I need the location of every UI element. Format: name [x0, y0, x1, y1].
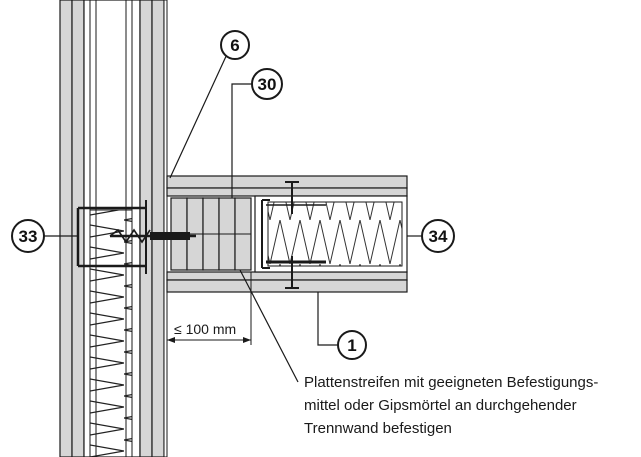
callout-33: 33	[11, 219, 45, 253]
leader-lines	[44, 51, 422, 383]
fastener-screw	[285, 181, 299, 214]
note-line-2: mittel oder Gipsmörtel an durchgehender	[304, 397, 577, 414]
note-line-1: Plattenstreifen mit geeigneten Befestigu…	[304, 374, 598, 391]
svg-text:30: 30	[258, 75, 277, 94]
connecting-wall-insulation	[267, 201, 403, 267]
note-line-3: Trennwand befestigen	[304, 420, 452, 437]
svg-text:34: 34	[429, 227, 448, 246]
svg-text:6: 6	[230, 36, 239, 55]
cavity-anchor	[76, 200, 196, 274]
callout-30: 30	[251, 68, 283, 100]
wall-insulation	[89, 209, 133, 457]
continuous-partition-wall	[59, 0, 168, 457]
callout-6: 6	[220, 30, 250, 60]
callout-34: 34	[421, 219, 455, 253]
svg-text:33: 33	[19, 227, 38, 246]
connecting-wall	[166, 175, 408, 293]
dimension-line	[166, 272, 252, 345]
dimension-label: ≤ 100 mm	[174, 321, 236, 337]
svg-text:1: 1	[347, 336, 356, 355]
callout-1: 1	[337, 330, 367, 360]
